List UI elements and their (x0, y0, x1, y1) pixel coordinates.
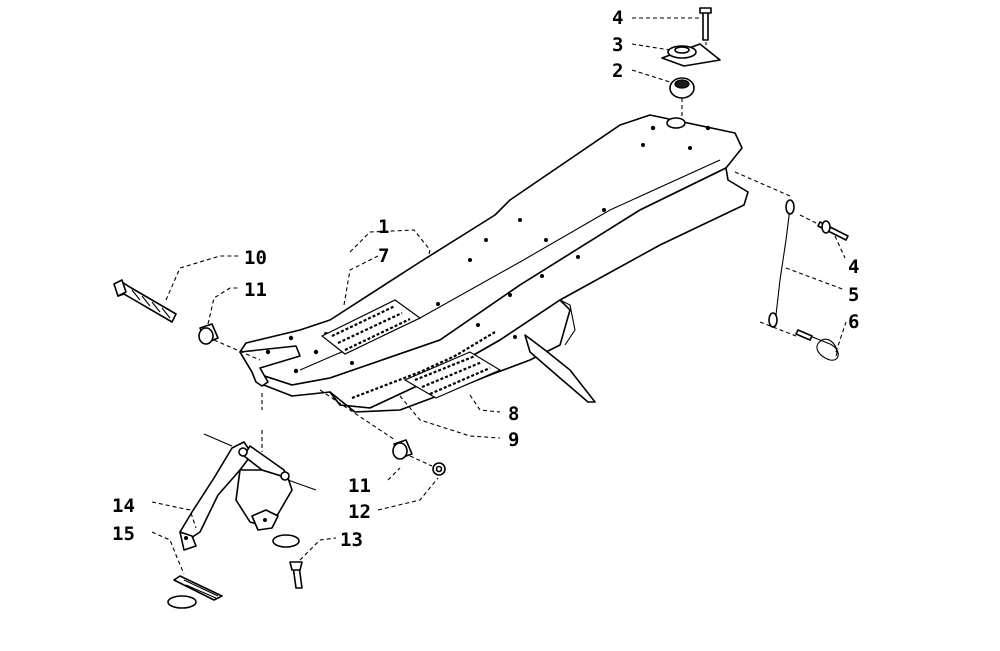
callout-4-top: 4 (612, 7, 623, 29)
clip-6 (795, 329, 839, 361)
callout-10: 10 (244, 247, 267, 269)
callout-3: 3 (612, 34, 623, 56)
foot-pad-15 (167, 575, 223, 609)
nut-12 (432, 462, 446, 476)
pin-4-side (817, 220, 849, 241)
callout-8: 8 (508, 403, 519, 425)
callout-7: 7 (378, 245, 389, 267)
long-bolt-10 (113, 279, 177, 323)
callout-11-lower: 11 (348, 475, 371, 497)
callout-11-upper: 11 (244, 279, 267, 301)
callout-2: 2 (612, 60, 623, 82)
cable-5 (768, 199, 795, 328)
callout-12: 12 (348, 501, 371, 523)
decal-7 (320, 299, 422, 355)
callout-9: 9 (508, 429, 519, 451)
callout-13: 13 (340, 529, 363, 551)
bushing-11-upper (198, 323, 219, 345)
mount-plate-3 (661, 43, 721, 67)
fastener-13 (272, 534, 303, 589)
bushing-11-lower (392, 439, 413, 460)
callout-14: 14 (112, 495, 135, 517)
decal-9 (351, 331, 496, 400)
callout-15: 15 (112, 523, 135, 545)
decal-8 (403, 351, 502, 399)
callouts: 4 3 2 1 7 10 11 4 5 6 8 9 11 12 13 14 15 (112, 7, 859, 551)
callout-1: 1 (378, 216, 389, 238)
pin-4-top (699, 7, 712, 41)
leader-lines (151, 17, 847, 575)
grommet-2 (669, 77, 695, 99)
bracket-14 (179, 433, 317, 551)
callout-4-side: 4 (848, 256, 859, 278)
callout-5: 5 (848, 284, 859, 306)
callout-6: 6 (848, 311, 859, 333)
